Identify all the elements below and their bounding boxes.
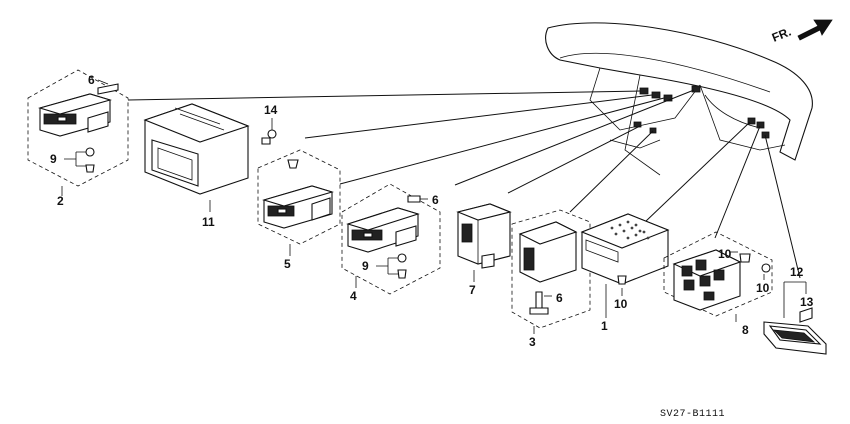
callout-13: 13 xyxy=(800,295,814,309)
callout-10-c: 10 xyxy=(756,281,770,295)
callout-1: 1 xyxy=(601,319,608,333)
part-5-group: 5 xyxy=(257,149,341,271)
leader-lines xyxy=(127,89,801,279)
diagram-code: SV27-B1111 xyxy=(660,409,725,420)
part-7-switch: 7 xyxy=(456,203,512,297)
part-1-heater-control: 10 1 xyxy=(580,213,670,333)
callout-10-a: 10 xyxy=(614,297,628,311)
callout-2: 2 xyxy=(57,194,64,208)
part-14-screw: 14 xyxy=(261,103,278,145)
control-knob-dots xyxy=(610,220,650,240)
callout-12: 12 xyxy=(790,265,804,279)
part-4-group: 6 9 4 xyxy=(341,183,441,303)
front-direction-indicator: FR. xyxy=(770,19,833,45)
front-direction-label: FR. xyxy=(770,25,793,45)
dashboard-illustration xyxy=(545,22,813,176)
callout-14: 14 xyxy=(264,103,278,117)
callout-3: 3 xyxy=(529,335,536,349)
callout-4: 4 xyxy=(350,289,357,303)
callout-6-c: 6 xyxy=(556,291,563,305)
callout-9-b: 9 xyxy=(362,259,369,273)
callout-9-a: 9 xyxy=(50,152,57,166)
callout-6-a: 6 xyxy=(88,73,95,87)
callout-5: 5 xyxy=(284,257,291,271)
callout-10-b: 10 xyxy=(718,247,732,261)
callout-7: 7 xyxy=(469,283,476,297)
part-2-group: 6 9 2 xyxy=(27,69,129,208)
callout-11: 11 xyxy=(202,215,215,229)
arrow-up-right-icon xyxy=(797,19,833,41)
callout-8: 8 xyxy=(742,323,749,337)
part-12-13-group: 12 13 xyxy=(763,265,827,355)
callout-6-b: 6 xyxy=(432,193,439,207)
part-8-group: 10 10 8 xyxy=(663,231,773,337)
part-11-console-box: 11 xyxy=(143,103,250,229)
part-3-group: 6 3 xyxy=(511,209,591,349)
